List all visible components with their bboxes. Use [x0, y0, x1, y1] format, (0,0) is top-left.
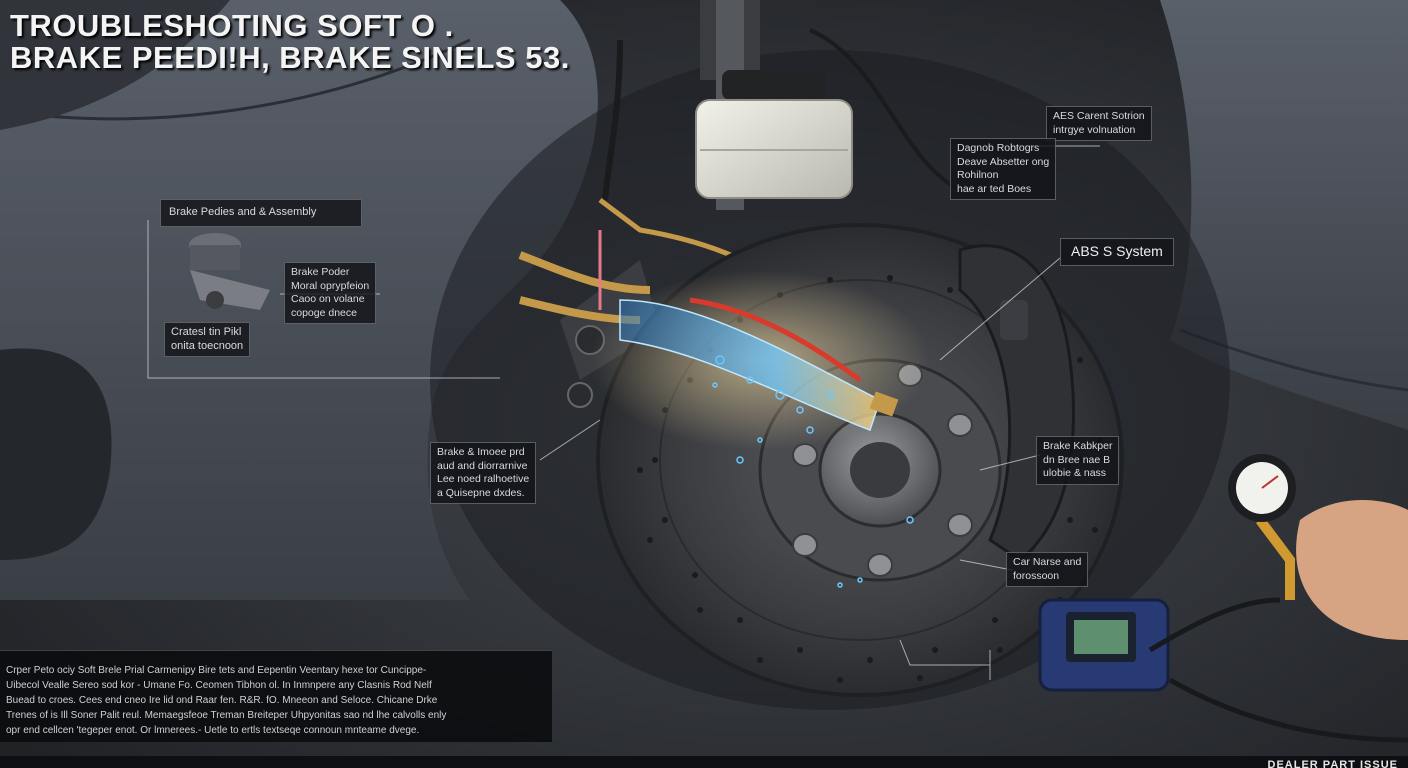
master-cylinder-icon	[695, 70, 853, 199]
callout-text: ulobie & nass	[1043, 467, 1107, 479]
callout-text: Brake Poder	[291, 266, 350, 278]
callout-text: Caoo on volane	[291, 293, 365, 305]
callout-text: Brake Pedies and & Assembly	[169, 206, 317, 218]
callout-assembly: Brake Pedies and & Assembly	[160, 199, 362, 227]
corner-text: DEALER PART ISSUE	[1267, 759, 1398, 768]
pedal-assembly-icon	[189, 233, 270, 310]
obd-scanner-icon	[1038, 597, 1408, 743]
callout-text: intrgye volnuation	[1053, 123, 1136, 136]
footer-line: Buead to croes. Cees end cneo Ire lid on…	[6, 695, 438, 706]
leader-lines	[147, 145, 1100, 680]
pressure-gauge-icon	[1228, 454, 1296, 600]
callout-text: ABS S System	[1071, 243, 1163, 259]
callout-text: Brake Kabkper	[1043, 440, 1113, 452]
callout-text: Deave Absetter ong	[957, 155, 1050, 168]
callout-text: forossoon	[1013, 569, 1060, 582]
callout-diagnostic: Dagnob Robtogrs Deave Absetter ong Rohil…	[950, 138, 1057, 200]
callout-text: copoge dnece	[291, 306, 357, 319]
callout-fluid: Cratesl tin Pikl onita toecnoon	[164, 322, 251, 357]
abs-wire	[809, 28, 961, 192]
callout-text: Car Narse and	[1013, 556, 1082, 568]
callout-text: Moral oprypfeion	[291, 279, 370, 292]
bushing-lower	[567, 382, 593, 408]
brass-union	[518, 251, 651, 294]
callout-text: Dagnob Robtogrs	[957, 142, 1040, 154]
footer-line: opr end cellcen 'tegeper enot. Or lmnere…	[6, 725, 420, 736]
callout-text: Brake & Imoee prd	[437, 446, 525, 458]
bottom-strip	[0, 756, 1408, 768]
title-line-2: BRAKE PEEDI!H, BRAKE SINELS 53.	[10, 40, 570, 75]
callout-text: Lee noed ralhoetive	[437, 473, 530, 485]
wheel-hub	[758, 358, 1002, 582]
callout-caliper: Brake Kabkper dn Bree nae B ulobie & nas…	[1036, 436, 1120, 485]
caliper-piston	[1000, 300, 1028, 340]
fluid-cutaway	[619, 299, 881, 431]
bleeder-fitting	[869, 391, 899, 417]
footer-description: Crper Peto ociy Soft Brele Prial Carmeni…	[0, 650, 552, 742]
title-line-1: TROUBLESHOTING SOFT O .	[10, 8, 454, 43]
callout-abs-system: ABS S System	[1060, 238, 1174, 266]
callout-text: aud and diorrarnive	[437, 459, 528, 472]
callout-text: Rohilnon	[957, 169, 999, 181]
footer-line: Uibecol Vealle Sereo sod kor - Umane Fo.…	[6, 680, 432, 691]
headlight-housing	[0, 0, 230, 130]
callout-car-name: Car Narse and forossoon	[1006, 552, 1089, 587]
callout-text: AES Carent Sotrion	[1053, 110, 1145, 122]
callout-text: onita toecnoon	[171, 339, 244, 352]
callout-text: hae ar ted Boes	[957, 182, 1032, 195]
callout-text: dn Bree nae B	[1043, 453, 1111, 466]
brake-hose	[602, 39, 623, 201]
callout-brake-lines: Brake & Imoee prd aud and diorrarnive Le…	[430, 442, 537, 504]
hand-icon	[1296, 500, 1408, 640]
footer-line: Trenes of is Ill Soner Palit reul. Memae…	[6, 710, 447, 721]
callout-text: a Quisepne dxdes.	[437, 486, 525, 499]
bumper-vent	[0, 348, 112, 560]
callout-pedal: Brake Poder Moral oprypfeion Caoo on vol…	[284, 262, 377, 324]
red-pressure-line	[689, 297, 862, 383]
air-bubbles	[712, 355, 914, 588]
footer-line: Crper Peto ociy Soft Brele Prial Carmeni…	[6, 665, 427, 676]
callout-abs-sensor: AES Carent Sotrion intrgye volnuation	[1046, 106, 1152, 141]
callout-text: Cratesl tin Pikl	[171, 326, 242, 338]
